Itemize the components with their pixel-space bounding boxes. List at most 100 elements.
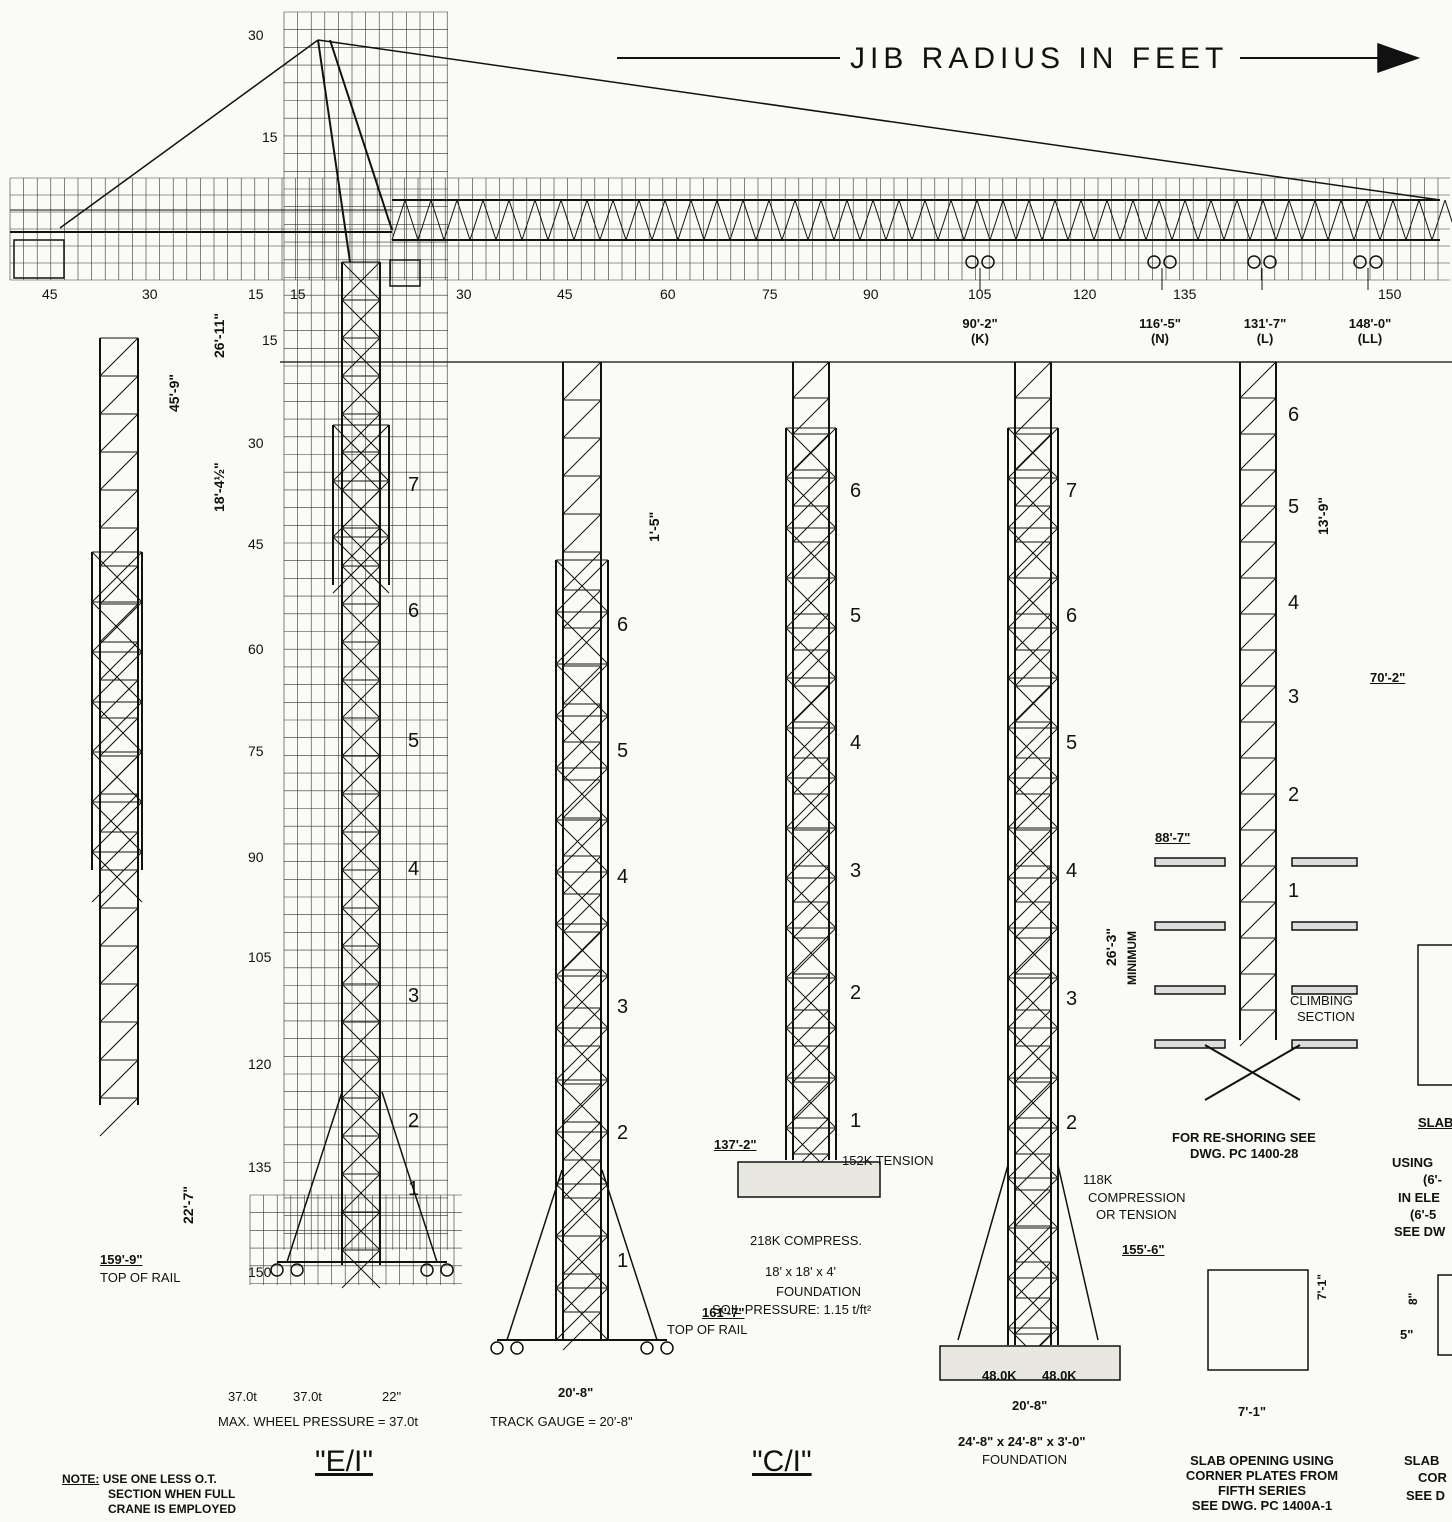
tower-brace — [332, 536, 390, 594]
tower-brace — [341, 793, 381, 833]
height-tick: 75 — [248, 743, 264, 759]
jib-lacing — [534, 199, 549, 241]
jib-lacing — [924, 199, 939, 241]
jib-lacing — [1106, 199, 1121, 241]
tower-brace — [555, 1183, 609, 1237]
height-tick: 30 — [248, 435, 264, 451]
tower-brace — [792, 865, 830, 903]
jib-lacing — [1301, 199, 1316, 241]
tower-brace — [341, 451, 381, 491]
tower-brace — [99, 793, 139, 833]
tower-brace — [1239, 757, 1277, 795]
section-number-e1: 4 — [408, 858, 420, 880]
jib-tick: 75 — [762, 286, 778, 302]
tower-brace — [99, 489, 139, 529]
foundation-c1 — [737, 1161, 881, 1198]
tower-brace — [1007, 877, 1059, 929]
tower-brace — [785, 927, 837, 979]
jib-lacing — [1353, 199, 1368, 241]
cut-6-5: (6'-5 — [1410, 1207, 1437, 1222]
jib-lacing — [1223, 199, 1238, 241]
section-number-tower4: 5 — [1066, 732, 1078, 754]
tower-brace — [785, 1077, 837, 1129]
jib-lacing — [1171, 199, 1186, 241]
jib-tick: 30 — [142, 286, 158, 302]
climbing-label: CLIMBING — [1290, 993, 1353, 1008]
tower-brace — [555, 819, 609, 873]
jib-lacing — [807, 199, 822, 241]
tower-brace — [555, 559, 609, 613]
tower-brace — [555, 1131, 609, 1185]
jib-lacing — [716, 199, 731, 241]
tower-brace — [562, 1273, 602, 1313]
cut-in-ele: IN ELE — [1398, 1190, 1440, 1205]
soil-pressure: SOIL PRESSURE: 1.15 t/ft² — [712, 1302, 872, 1317]
tower-brace — [785, 877, 837, 929]
jib-lacing — [846, 199, 861, 241]
base-leg — [601, 1169, 658, 1341]
counter-tie — [59, 39, 319, 229]
tower-brace — [562, 361, 602, 401]
tower-brace — [99, 451, 139, 491]
jib-lacing — [755, 199, 770, 241]
cut-cor: COR — [1418, 1470, 1447, 1485]
tower-brace — [1239, 829, 1277, 867]
tower-brace — [1014, 793, 1052, 831]
tower-brace — [341, 1249, 381, 1289]
radius-ll: 148'-0"(LL) — [1348, 316, 1392, 346]
jib-lacing — [794, 199, 809, 241]
section-number-tower3: 5 — [850, 605, 862, 627]
tower-brace — [1007, 427, 1059, 479]
tower-brace — [792, 577, 830, 615]
tower-brace — [1007, 777, 1059, 829]
bogie-wheel — [290, 1263, 304, 1277]
tower-brace — [555, 975, 609, 1029]
section-number-tower4: 6 — [1066, 605, 1078, 627]
tower-brace — [792, 685, 830, 723]
jib-lacing — [1041, 199, 1056, 241]
dim-26-3: 26'-3" — [1103, 928, 1119, 966]
tower-brace — [555, 1027, 609, 1081]
load-118k: 118K — [1083, 1172, 1113, 1187]
jib-lacing — [1288, 199, 1303, 241]
tower-brace — [341, 1173, 381, 1213]
tower-brace — [1014, 361, 1052, 399]
tower-brace — [555, 923, 609, 977]
jib-lacing — [469, 199, 484, 241]
tower-brace — [562, 437, 602, 477]
tower-brace — [785, 777, 837, 829]
jib-lacing — [1405, 199, 1420, 241]
jib-lacing — [742, 199, 757, 241]
jib-lacing — [1340, 199, 1355, 241]
tower-brace — [99, 527, 139, 567]
tower-brace — [1239, 973, 1277, 1011]
radius-n: 116'-5"(N) — [1139, 316, 1181, 346]
tower-brace — [555, 1287, 609, 1341]
section-number-tower3: 1 — [850, 1110, 862, 1132]
height-tick: 135 — [248, 1159, 272, 1175]
crane-label-c1: "C/I" — [752, 1445, 812, 1478]
section-number-climbing: 6 — [1288, 404, 1300, 426]
tower-brace — [1007, 1027, 1059, 1079]
tower-left — [99, 337, 139, 1137]
dim-1-5: 1'-5" — [646, 511, 662, 542]
counterweight — [13, 239, 65, 279]
tower-brace — [1239, 937, 1277, 975]
height-tick: 15 — [262, 129, 278, 145]
jib-lacing — [1093, 199, 1108, 241]
tower-brace — [99, 1097, 139, 1137]
jib-lacing — [1015, 199, 1030, 241]
tower-brace — [1014, 613, 1052, 651]
tower-brace — [1014, 937, 1052, 975]
base-c1 — [490, 1169, 674, 1355]
tower-brace — [792, 1045, 830, 1083]
jib-tick: 30 — [456, 286, 472, 302]
gauge-20-8: 20'-8" — [558, 1385, 594, 1400]
tower-brace — [785, 577, 837, 629]
tower-brace — [1007, 577, 1059, 629]
dim-18-4: 18'-4½" — [211, 462, 227, 512]
compression-label: COMPRESSION — [1088, 1190, 1186, 1205]
tower-brace — [562, 475, 602, 515]
jib-lacing — [1132, 199, 1147, 241]
height-tick: 30 — [248, 27, 264, 43]
